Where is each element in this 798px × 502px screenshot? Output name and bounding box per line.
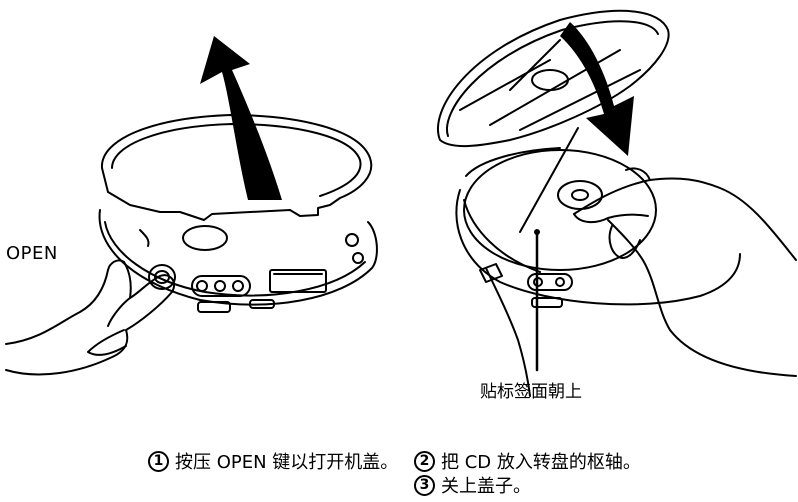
cd-disc: [463, 149, 657, 271]
step-text: 关上盖子。: [441, 476, 531, 497]
step-1: 1 按压 OPEN 键以打开机盖。: [148, 448, 398, 474]
control-buttons: [191, 275, 251, 297]
open-label: OPEN: [6, 243, 58, 264]
player-base-right: [455, 189, 741, 306]
insert-disc-illustration: [437, 9, 797, 397]
lift-arrow: [200, 36, 282, 200]
step-3: 3 关上盖子。: [414, 472, 531, 498]
open-lid: [437, 9, 670, 148]
pressing-hand: [5, 259, 176, 376]
label-side-up-caption: 贴标签面朝上: [480, 382, 582, 402]
player-base: [98, 209, 378, 306]
placing-hand: [573, 177, 797, 261]
insert-arrow: [560, 22, 634, 156]
step-text: 按压 OPEN 键以打开机盖。: [175, 452, 399, 473]
step-number-circle: 2: [414, 450, 435, 472]
lcd-display: [269, 269, 327, 293]
open-lid-illustration: [5, 36, 378, 376]
step-2: 2 把 CD 放入转盘的枢轴。: [414, 448, 641, 474]
step-number-circle: 1: [148, 450, 169, 472]
open-button-graphic: [148, 264, 176, 290]
step-number-circle: 3: [414, 474, 435, 496]
player-lid: [100, 114, 373, 221]
step-text: 把 CD 放入转盘的枢轴。: [441, 452, 641, 473]
